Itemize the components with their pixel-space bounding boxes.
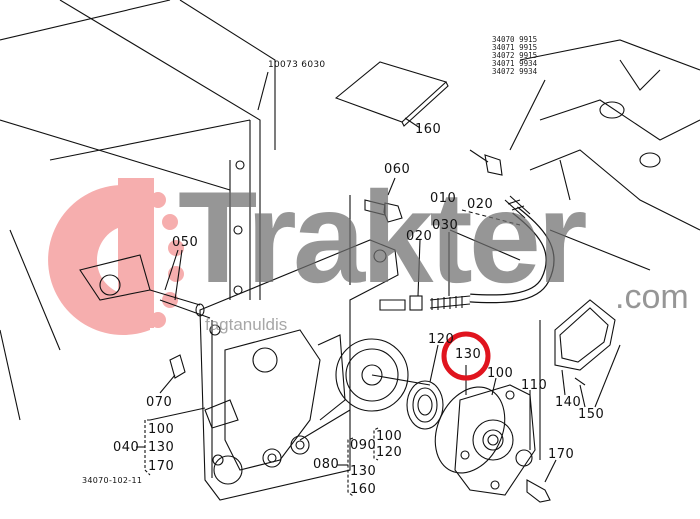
part-number: 34070 9915 bbox=[492, 35, 538, 44]
part-numbers-block: 34070 9915 34071 9915 34072 9915 34071 9… bbox=[492, 36, 537, 76]
callout-140: 140 bbox=[555, 395, 582, 410]
callout-040-sub-130: 130 bbox=[148, 440, 175, 455]
callout-080-side-120: 120 bbox=[376, 445, 403, 460]
sheet-number: 34070-102-11 bbox=[82, 476, 143, 485]
callout-060: 060 bbox=[384, 162, 411, 177]
part-number: 34072 9915 bbox=[492, 51, 538, 60]
reference-part-label: 10073 6030 bbox=[268, 60, 326, 70]
part-number: 34071 9915 bbox=[492, 43, 538, 52]
callout-040-sub-170: 170 bbox=[148, 459, 175, 474]
callout-020-lower: 020 bbox=[406, 229, 433, 244]
callout-150: 150 bbox=[578, 407, 605, 422]
callout-080-side-100: 100 bbox=[376, 429, 403, 444]
part-number: 34072 9934 bbox=[492, 67, 538, 76]
callout-080-sub-090: 090 bbox=[350, 438, 377, 453]
callout-100: 100 bbox=[487, 366, 514, 381]
callout-170: 170 bbox=[548, 447, 575, 462]
callout-160: 160 bbox=[415, 122, 442, 137]
callout-130-highlighted: 130 bbox=[455, 347, 482, 362]
callout-110: 110 bbox=[521, 378, 548, 393]
highlight-circle bbox=[441, 331, 491, 381]
watermark-tagline: fagtanuldis bbox=[205, 315, 288, 334]
callout-080-sub-130: 130 bbox=[350, 464, 377, 479]
callout-080-sub-160: 160 bbox=[350, 482, 377, 497]
brand-logo-gear-icon bbox=[48, 178, 184, 336]
callout-030: 030 bbox=[432, 218, 459, 233]
callout-080: 080 bbox=[313, 457, 340, 472]
line-art bbox=[0, 0, 700, 503]
part-number: 34071 9934 bbox=[492, 59, 538, 68]
callout-120: 120 bbox=[428, 332, 455, 347]
callout-020: 020 bbox=[467, 197, 494, 212]
callout-050: 050 bbox=[172, 235, 199, 250]
callout-010: 010 bbox=[430, 191, 457, 206]
callout-070: 070 bbox=[146, 395, 173, 410]
callout-040-sub-100: 100 bbox=[148, 422, 175, 437]
callout-040: 040 bbox=[113, 440, 140, 455]
watermark-suffix: .com bbox=[615, 278, 689, 316]
watermark-brand: Trakter bbox=[178, 164, 588, 310]
